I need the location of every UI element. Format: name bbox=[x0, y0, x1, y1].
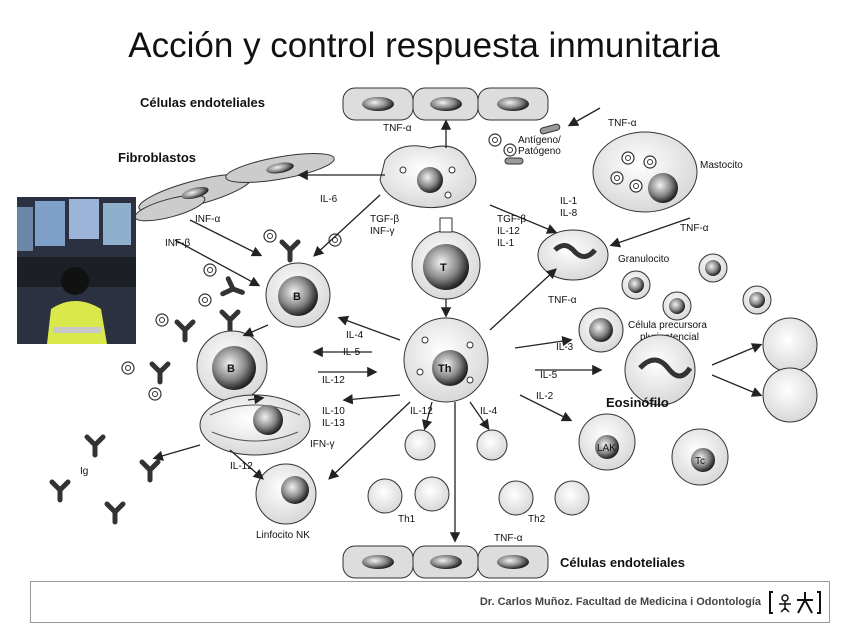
b-cell-1 bbox=[198, 229, 342, 330]
cytokine-il2: IL-2 bbox=[536, 391, 554, 402]
cytokine-tgf-right: TGF-β bbox=[497, 214, 526, 225]
nk-cell bbox=[255, 463, 317, 525]
th1-th2-cells bbox=[367, 429, 590, 516]
mastocito-cell bbox=[592, 131, 698, 213]
slide-title: Acción y control respuesta inmunitaria bbox=[128, 26, 720, 65]
t-cell-label: T bbox=[440, 262, 447, 274]
cytokine-tnf-top: TNF-α bbox=[383, 123, 412, 134]
cytokine-ifn-gamma: IFN-γ bbox=[310, 439, 334, 450]
cytokine-tnf-mast: TNF-α bbox=[608, 118, 637, 129]
cytokine-il5-left: IL-5 bbox=[343, 347, 361, 358]
cytokine-il12-b: IL-12 bbox=[230, 461, 253, 472]
patogeno-label: Patógeno bbox=[518, 146, 561, 157]
th-cell-label: Th bbox=[438, 363, 452, 375]
lak-label: LAK bbox=[597, 443, 616, 454]
cytokine-tnf-gran: TNF-α bbox=[548, 295, 577, 306]
cytokine-tnf-mast2: TNF-α bbox=[680, 223, 709, 234]
b-cell-2-label: B bbox=[227, 363, 235, 375]
fibroblasts bbox=[134, 153, 335, 222]
cytokine-il12-right: IL-12 bbox=[497, 226, 520, 237]
cytokine-il12-left: IL-12 bbox=[322, 375, 345, 386]
endothelial-cells-top bbox=[342, 87, 549, 121]
cytokine-il6: IL-6 bbox=[320, 194, 338, 205]
th2-label: Th2 bbox=[528, 514, 546, 525]
footer-box: Dr. Carlos Muñoz. Facultad de Medicina i… bbox=[30, 581, 830, 623]
cytokine-il5-right: IL-5 bbox=[540, 370, 558, 381]
tc-label: Tc bbox=[695, 456, 705, 467]
th-cell bbox=[403, 317, 489, 403]
cytokine-il1-top: IL-1 bbox=[560, 196, 578, 207]
footer-author: Dr. Carlos Muñoz. Facultad de Medicina i… bbox=[479, 596, 761, 608]
mastocito-label: Mastocito bbox=[700, 160, 743, 171]
endothelial-label-bottom: Células endoteliales bbox=[560, 555, 685, 570]
precursor-cells bbox=[578, 253, 772, 353]
antigen-pathogen bbox=[488, 123, 561, 165]
free-antibodies bbox=[52, 437, 158, 522]
celula-precursora-label: Célula precursora bbox=[628, 320, 707, 331]
arrows bbox=[152, 107, 763, 543]
fibroblastos-label: Fibroblastos bbox=[118, 150, 196, 165]
cytokine-tnf-bottom: TNF-α bbox=[494, 533, 523, 544]
cytokine-il12-mid: IL-12 bbox=[410, 406, 433, 417]
cytokine-il8: IL-8 bbox=[560, 208, 578, 219]
ig-label: Ig bbox=[80, 466, 88, 477]
cytokine-tgf-left: TGF-β bbox=[370, 214, 399, 225]
t-cell bbox=[411, 217, 481, 300]
cytokine-il4-left: IL-4 bbox=[346, 330, 364, 341]
cytokine-inf-beta: INF-β bbox=[165, 238, 190, 249]
eosinofilo-label: Eosinófilo bbox=[606, 395, 669, 410]
faculty-logo-icon bbox=[769, 591, 821, 614]
granulocito-label: Granulocito bbox=[618, 254, 670, 265]
granulocito-cell bbox=[537, 229, 609, 281]
endothelial-cells-bottom bbox=[342, 545, 549, 579]
eosinofilo-cell bbox=[624, 317, 818, 423]
antigen-presenting-cell bbox=[379, 145, 477, 209]
linfocito-nk-label: Linfocito NK bbox=[256, 530, 310, 541]
th1-label: Th1 bbox=[398, 514, 416, 525]
endothelial-label-top: Células endoteliales bbox=[140, 95, 265, 110]
cytokine-il13: IL-13 bbox=[322, 418, 345, 429]
cytokine-il4-mid: IL-4 bbox=[480, 406, 498, 417]
plasma-cell bbox=[199, 394, 311, 456]
cytokine-inf-alpha: INF-α bbox=[195, 214, 220, 225]
lak-tc-cells bbox=[578, 413, 729, 486]
antigeno-label: Antígeno/ bbox=[518, 135, 561, 146]
b-cell-1-label: B bbox=[293, 291, 301, 303]
operator-photo bbox=[17, 197, 136, 344]
b-cell-2 bbox=[121, 313, 268, 402]
cytokine-il1-right: IL-1 bbox=[497, 238, 515, 249]
cytokine-il3: IL-3 bbox=[556, 342, 574, 353]
cytokine-il10: IL-10 bbox=[322, 406, 345, 417]
cytokine-inf-gamma: INF-γ bbox=[370, 226, 394, 237]
